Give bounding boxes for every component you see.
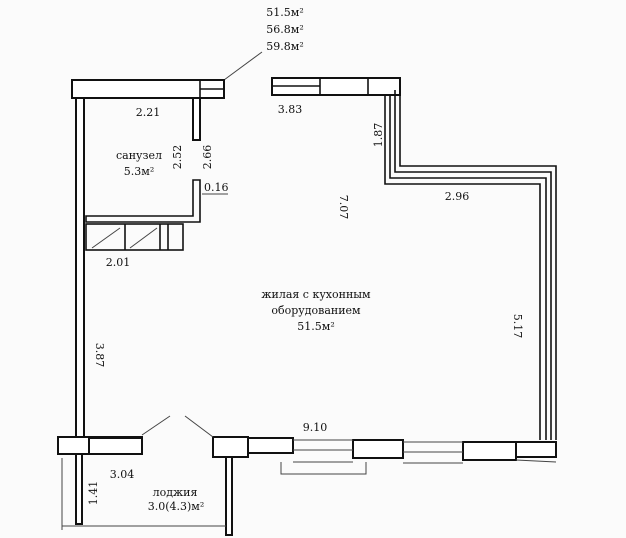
loggia-name: лоджия xyxy=(153,486,198,499)
dim-bath-inner: 2.52 xyxy=(171,145,184,170)
door-swing-right xyxy=(184,415,214,438)
bath-wall-upper xyxy=(192,97,201,141)
room-living: жилая с кухонным оборудованием 51.5м² xyxy=(261,288,371,333)
dim-top-right: 3.83 xyxy=(278,103,303,116)
dim-step-width: 2.96 xyxy=(445,190,470,203)
area-total-with-loggia: 59.8м² xyxy=(266,40,303,53)
walls xyxy=(57,77,557,536)
dim-wall-thickness: 0.16 xyxy=(204,181,229,194)
dim-right-lower: 5.17 xyxy=(511,314,524,339)
dim-top-left: 2.21 xyxy=(136,106,161,119)
bathroom-name: санузел xyxy=(116,149,162,162)
living-name-2: оборудованием xyxy=(271,304,361,317)
dim-loggia-depth: 1.41 xyxy=(87,481,100,506)
area-legend: 51.5м² 56.8м² 59.8м² xyxy=(223,6,304,81)
dim-right-step: 1.87 xyxy=(372,123,385,148)
wall-bottom xyxy=(57,436,557,475)
living-name-1: жилая с кухонным xyxy=(261,288,371,301)
dim-left-lower: 3.87 xyxy=(93,343,106,368)
bathroom-area: 5.3м² xyxy=(124,165,154,178)
living-area: 51.5м² xyxy=(297,320,334,333)
loggia-area: 3.0(4.3)м² xyxy=(148,500,205,513)
door-swing-left xyxy=(141,415,171,436)
room-loggia: лоджия 3.0(4.3)м² xyxy=(148,486,205,513)
bath-wall-lower xyxy=(85,179,201,223)
wall-left xyxy=(75,97,85,439)
dim-loggia-width: 3.04 xyxy=(110,468,135,481)
area-living: 51.5м² xyxy=(266,6,303,19)
area-total: 56.8м² xyxy=(266,23,303,36)
dim-depth: 7.07 xyxy=(337,195,350,220)
wall-step-inner xyxy=(384,95,541,440)
dimensions: 2.21 3.83 1.87 2.96 7.07 2.52 2.66 0.16 … xyxy=(87,103,524,505)
dim-shaft: 2.01 xyxy=(106,256,131,269)
dim-bath-outer: 2.66 xyxy=(201,145,214,170)
leader-line xyxy=(223,51,263,81)
shafts xyxy=(85,223,184,251)
loggia-walls xyxy=(61,453,233,536)
dim-bottom: 9.10 xyxy=(303,421,328,434)
room-bathroom: санузел 5.3м² xyxy=(116,149,162,178)
